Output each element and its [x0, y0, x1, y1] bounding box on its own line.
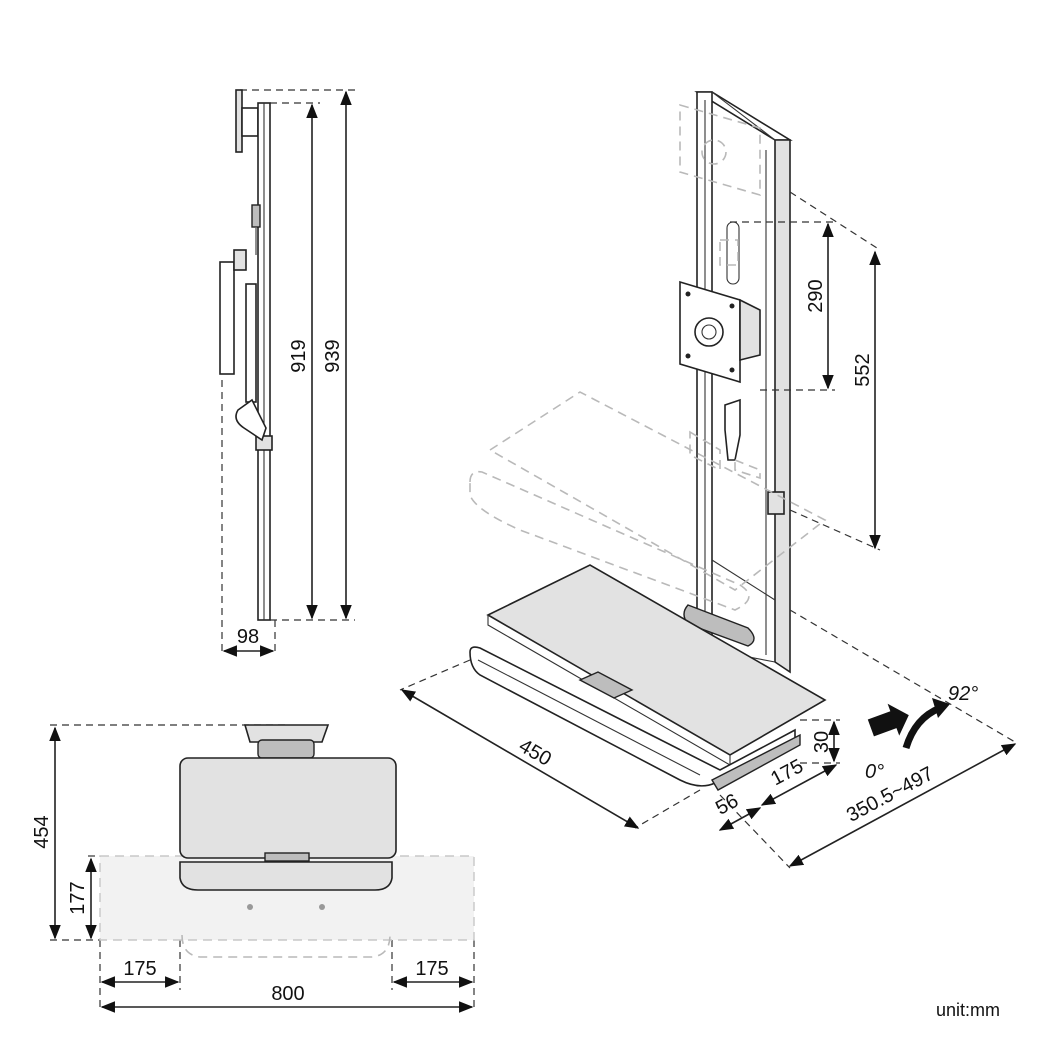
dim-175-left-label: 175	[123, 958, 156, 980]
angle-min-label: 0°	[865, 761, 884, 783]
dim-177-label: 177	[67, 881, 89, 914]
dim-800-label: 800	[271, 983, 304, 1005]
iso-column-clamp	[767, 491, 785, 515]
angle-max-label: 92°	[948, 683, 978, 705]
dim-290-label: 290	[805, 279, 827, 312]
side-view: 919 939 98	[219, 89, 355, 657]
side-monitor-adapter	[241, 107, 259, 137]
iso-lower-handle	[724, 398, 741, 461]
iso-ghost-wrist-upper	[469, 470, 750, 611]
top-view-platform-handle	[264, 852, 310, 862]
unit-note: unit:mm	[936, 1000, 1000, 1020]
side-tray-bracket	[235, 398, 267, 442]
top-view-clamp-body	[257, 739, 315, 759]
dim-98-label: 98	[237, 626, 259, 648]
side-keyboard-tray	[219, 261, 235, 375]
top-view-wrist-rest	[179, 861, 393, 891]
top-view-keyboard-platform	[179, 757, 397, 859]
dim-line-450	[400, 689, 640, 829]
top-view: 454 177 175 175 800	[31, 724, 475, 1013]
side-monitor-plate	[235, 89, 243, 153]
tilt-zero-arrow-icon	[867, 703, 909, 737]
dim-30-label: 30	[811, 731, 833, 753]
dim-939-label: 939	[322, 339, 344, 372]
iso-ghost-monitor-plate	[679, 103, 761, 197]
dim-line-56	[718, 807, 762, 831]
tilt-rotation-arrow-icon	[902, 704, 942, 750]
side-clip	[251, 204, 261, 228]
dim-175-right-label: 175	[415, 958, 448, 980]
side-tray-arm	[245, 283, 257, 403]
dim-919-label: 919	[288, 339, 310, 372]
iso-column-right-face	[774, 139, 791, 674]
dim-line-350-497	[788, 743, 1017, 867]
top-view-clamp	[243, 724, 330, 743]
iso-wrist-rest	[469, 646, 796, 787]
dim-450-label: 450	[515, 735, 555, 771]
side-tray-hinge	[233, 249, 247, 271]
iso-keyboard-platform	[486, 564, 827, 756]
dim-350-497-label: 350.5~497	[843, 763, 937, 827]
dim-552-label: 552	[852, 353, 874, 386]
iso-ghost-tray-upper	[488, 391, 827, 591]
iso-vesa-hub	[694, 317, 724, 347]
iso-tray-pivot	[683, 604, 755, 647]
dim-454-label: 454	[31, 815, 53, 848]
dim-56-label: 56	[712, 790, 742, 820]
iso-view: 290 552 30 175 56 450 350.5~497 0° 92°	[399, 91, 1017, 869]
